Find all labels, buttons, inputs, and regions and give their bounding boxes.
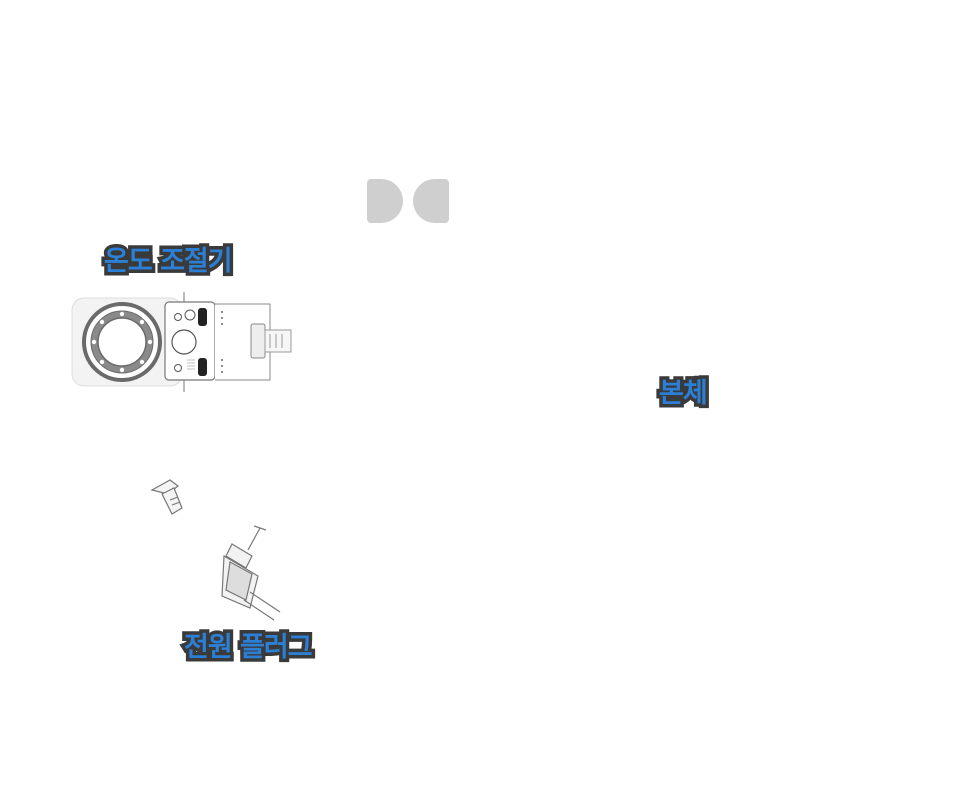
temperature-dial-icon — [82, 302, 162, 382]
power-plug-label: 전원 플러그 — [181, 631, 317, 665]
plug-pin-detail — [150, 479, 183, 515]
power-plug-illustration — [150, 479, 281, 621]
page-mark-left — [367, 179, 403, 223]
main-body-label: 본체 — [656, 377, 712, 411]
power-plug-icon — [221, 525, 281, 621]
temperature-controller-illustration — [71, 292, 292, 392]
connector-icon — [250, 323, 292, 359]
page-marks — [367, 179, 451, 223]
page-mark-right — [413, 179, 449, 223]
temperature-controller-label: 온도 조절기 — [101, 245, 237, 279]
